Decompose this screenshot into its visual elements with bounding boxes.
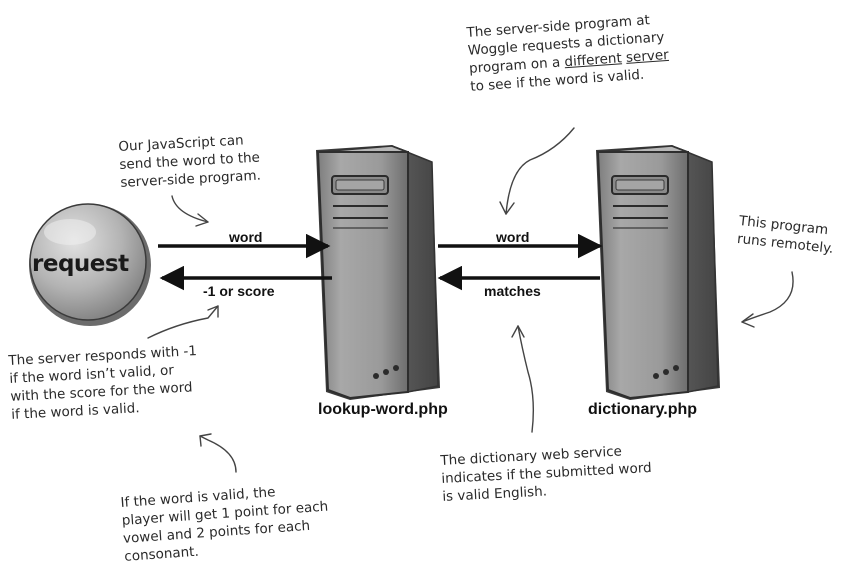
request-node: [29, 203, 151, 326]
pointer-js-note: [171, 195, 209, 223]
pointer-remote-note-head: [741, 313, 755, 328]
note-woggle-underlined: server: [625, 46, 670, 66]
note-woggle-underlined: different: [563, 50, 623, 71]
arrow-label-word-out: word: [229, 229, 263, 245]
pointer-service-note-head: [511, 325, 525, 338]
lookup-word-server-name: lookup-word.php: [318, 401, 448, 418]
dictionary-server-icon: [596, 145, 720, 400]
request-label: request: [32, 251, 129, 277]
note-woggle: The server-side program at Woggle reques…: [466, 10, 671, 96]
note-javascript: Our JavaScript can send the word to the …: [118, 131, 261, 192]
pointer-responds-note-head: [207, 305, 219, 318]
pointer-woggle-note-head: [499, 201, 515, 215]
dictionary-server-name: dictionary.php: [588, 401, 698, 418]
arrow-label-matches: matches: [484, 283, 541, 299]
pointer-remote-note: [741, 271, 794, 323]
lookup-word-server-icon: [316, 145, 440, 400]
pointer-points-note-head: [199, 433, 212, 447]
note-points: If the word is valid, the player will ge…: [120, 480, 331, 566]
note-responds: The server responds with -1 if the word …: [8, 342, 200, 424]
arrow-label-score: -1 or score: [203, 283, 275, 299]
note-dictionary-service: The dictionary web service indicates if …: [440, 441, 653, 506]
arrow-label-word-remote: word: [496, 229, 530, 245]
pointer-js-note-head: [195, 213, 209, 227]
pointer-service-note: [517, 325, 535, 433]
pointer-woggle-note: [505, 127, 575, 215]
pointer-points-note: [199, 435, 237, 473]
pointer-responds-note: [147, 305, 219, 339]
